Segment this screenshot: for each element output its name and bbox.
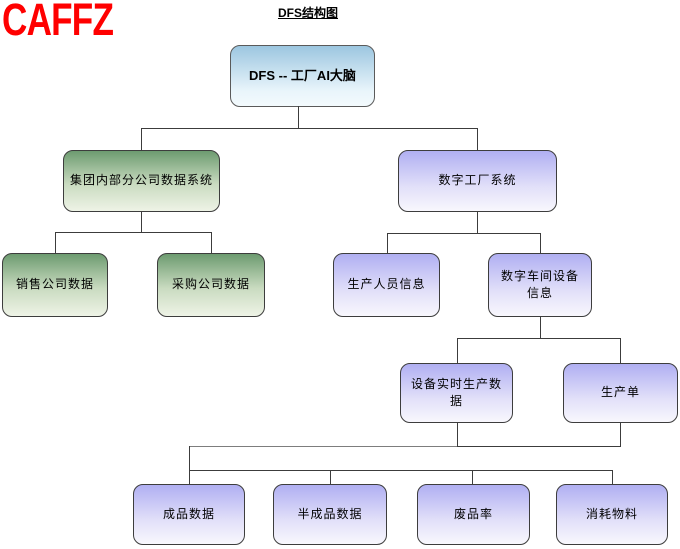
watermark-text: CAFFZ: [2, 0, 114, 45]
connector-line: [330, 470, 331, 484]
connector-line: [457, 446, 621, 447]
connector-line: [457, 338, 458, 364]
node-production-order: 生产单: [563, 363, 678, 423]
connector-line: [141, 128, 142, 151]
node-scrap-rate: 废品率: [417, 484, 530, 545]
connector-line: [55, 232, 212, 233]
connector-line: [477, 211, 478, 233]
connector-line: [612, 470, 613, 484]
connector-line: [540, 316, 541, 338]
connector-line: [141, 128, 478, 129]
connector-line: [477, 128, 478, 151]
connector-line: [620, 422, 621, 447]
connector-line: [457, 338, 621, 339]
node-digital-factory-system: 数字工厂系统: [398, 150, 557, 212]
connector-line: [387, 233, 541, 234]
node-production-personnel-info: 生产人员信息: [333, 253, 440, 317]
node-finished-product-data: 成品数据: [133, 484, 245, 545]
connector-line: [472, 470, 473, 484]
diagram-title: DFS结构图: [277, 6, 338, 20]
connector-line: [298, 106, 299, 128]
node-semi-finished-data: 半成品数据: [273, 484, 387, 545]
node-equipment-realtime-data: 设备实时生产数据: [400, 363, 513, 423]
connector-line: [55, 232, 56, 254]
connector-line: [189, 446, 621, 447]
node-consumed-materials: 消耗物料: [556, 484, 668, 545]
connector-line: [457, 422, 458, 447]
node-group-company-data-system: 集团内部分公司数据系统: [63, 150, 220, 212]
connector-line: [387, 233, 388, 254]
connector-line: [189, 446, 190, 484]
node-purchase-company-data: 采购公司数据: [157, 253, 265, 317]
node-dfs-factory-ai-brain: DFS -- 工厂AI大脑: [230, 45, 375, 107]
connector-line: [620, 338, 621, 364]
connector-line: [211, 232, 212, 254]
node-workshop-equipment-info: 数字车间设备信息: [488, 253, 592, 317]
node-sales-company-data: 销售公司数据: [2, 253, 108, 317]
connector-line: [189, 470, 613, 471]
connector-line: [141, 211, 142, 232]
connector-line: [540, 233, 541, 254]
